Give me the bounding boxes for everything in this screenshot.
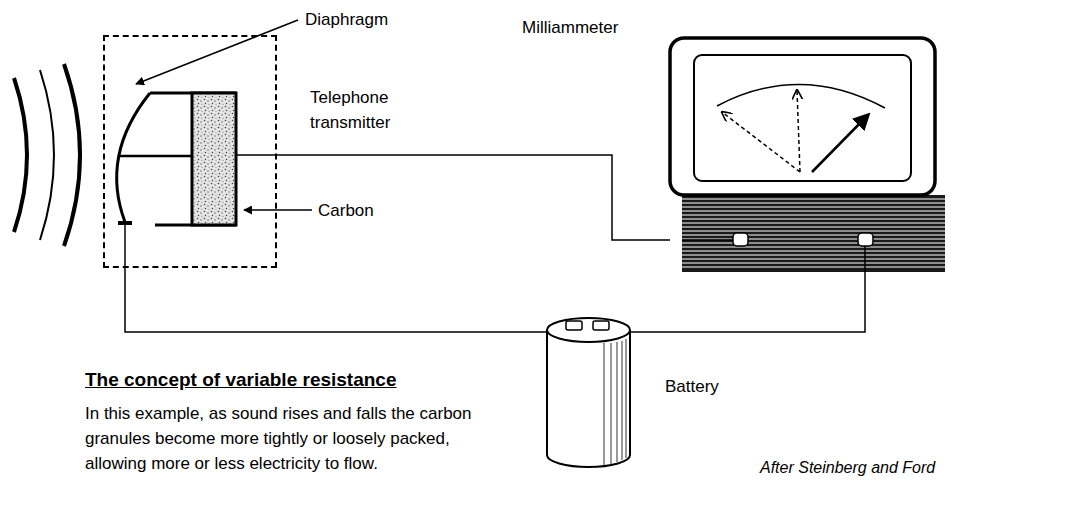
meter-terminal bbox=[858, 233, 873, 246]
diaphragm bbox=[117, 93, 150, 222]
meter-face bbox=[694, 55, 911, 181]
meter-case bbox=[670, 38, 935, 195]
meter-needle-ghost bbox=[797, 90, 800, 172]
wire bbox=[236, 154, 277, 156]
part-label: Diaphragm bbox=[305, 7, 388, 32]
meter-base bbox=[682, 195, 945, 272]
wire bbox=[864, 246, 866, 272]
carbon-granules bbox=[192, 93, 236, 225]
meter-needle-ghost bbox=[722, 112, 800, 172]
battery-body bbox=[547, 330, 630, 467]
wire bbox=[124, 224, 126, 268]
heading: The concept of variable resistance bbox=[85, 367, 397, 392]
meter-base-stripes bbox=[682, 199, 945, 267]
diaphragm-rod bbox=[119, 155, 192, 158]
node-label: Milliammeter bbox=[522, 15, 618, 40]
meter-terminal bbox=[733, 233, 748, 246]
battery-terminal bbox=[593, 321, 609, 330]
credit-note: After Steinberg and Ford bbox=[760, 455, 935, 480]
meter-needle bbox=[812, 115, 868, 172]
transmitter-box: Telephone transmitter bbox=[103, 35, 277, 268]
leader-line bbox=[244, 209, 312, 211]
node-label: Battery bbox=[665, 374, 719, 399]
sound-wave bbox=[40, 70, 54, 240]
part-label: Carbon bbox=[318, 198, 374, 223]
battery-terminal bbox=[566, 321, 582, 330]
wire bbox=[125, 268, 547, 332]
battery-top bbox=[547, 318, 630, 342]
battery-shading bbox=[604, 339, 626, 465]
battery: Battery bbox=[547, 312, 630, 467]
caption-text: In this example, as sound rises and fall… bbox=[85, 401, 513, 476]
wire bbox=[630, 272, 865, 332]
milliammeter: Milliammeter bbox=[670, 38, 945, 272]
leader-line bbox=[136, 20, 298, 84]
sound-wave bbox=[14, 78, 27, 232]
wire bbox=[277, 155, 670, 240]
meter-scale bbox=[717, 84, 885, 108]
node-label: Telephone transmitter bbox=[310, 85, 422, 135]
sound-wave bbox=[64, 64, 80, 246]
wire bbox=[682, 239, 733, 241]
